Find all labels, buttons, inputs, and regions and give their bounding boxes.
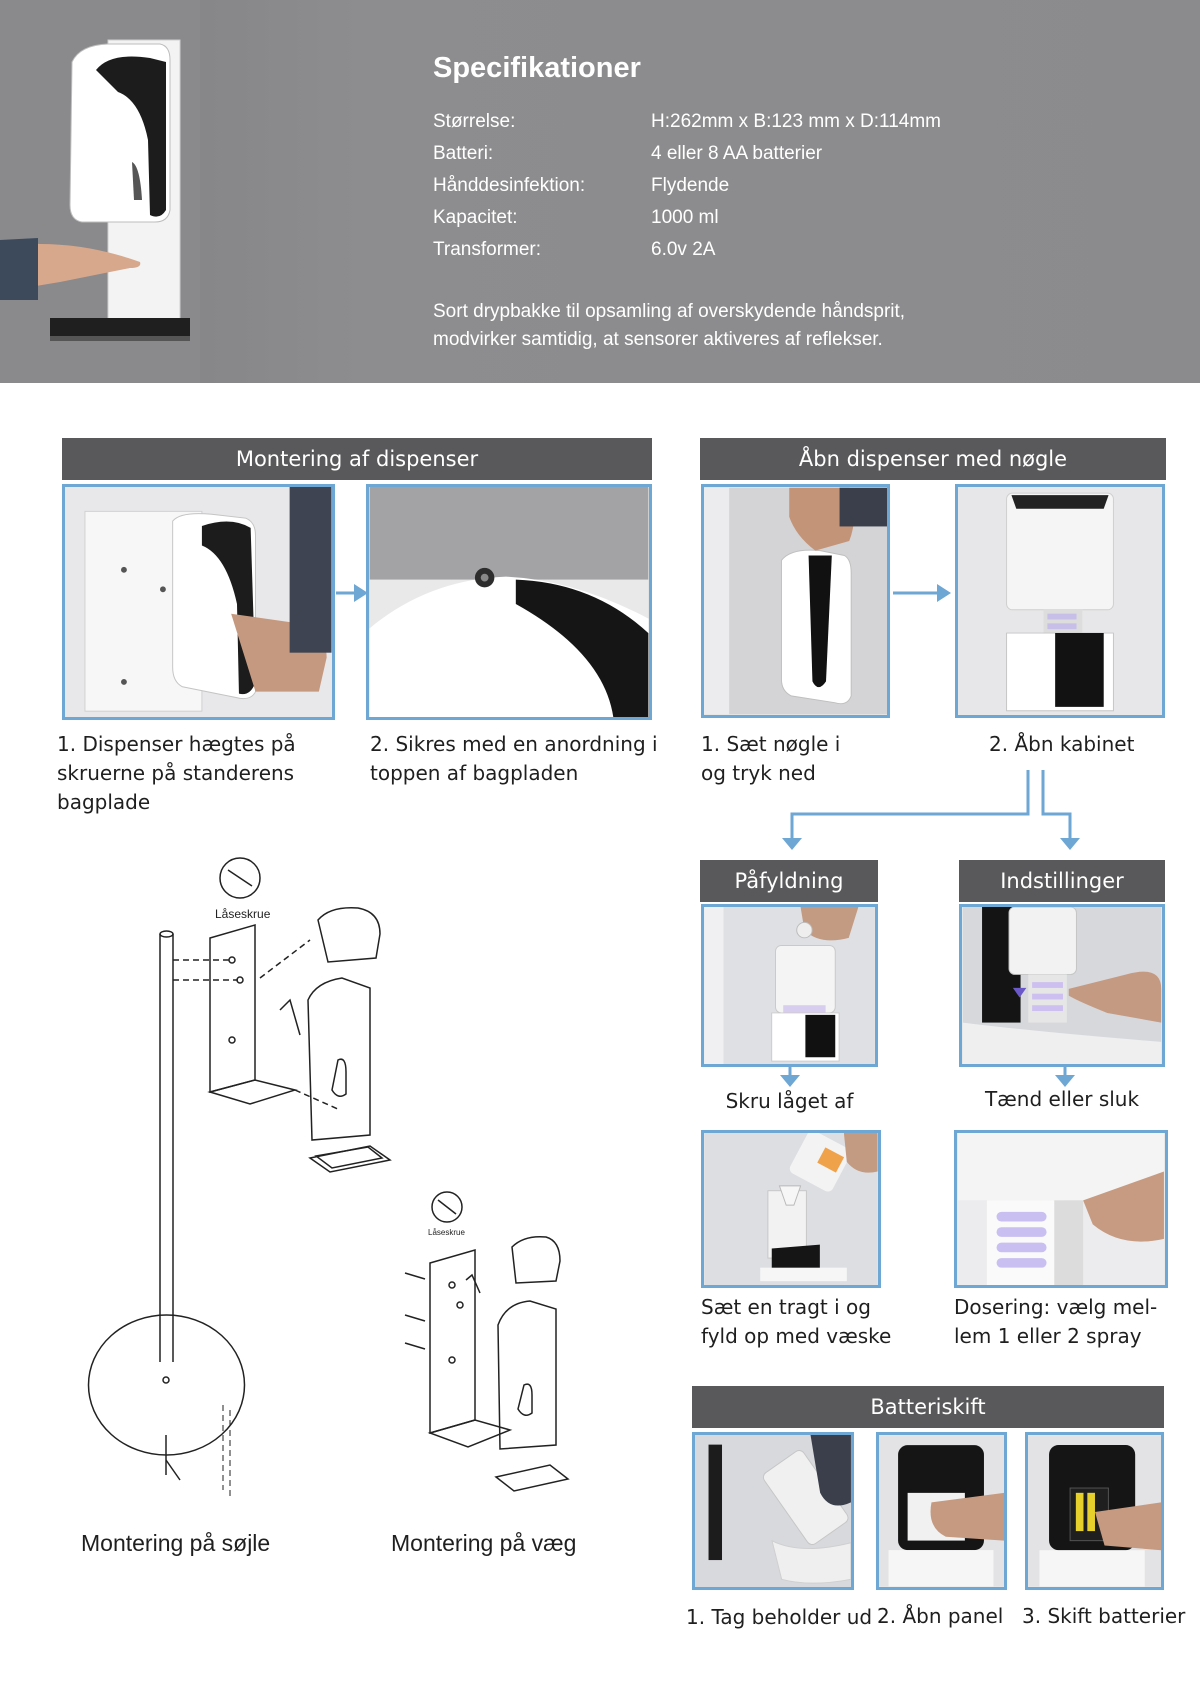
open-photo-2-image (958, 487, 1162, 715)
spec-label: Størrelse: (433, 111, 516, 132)
battery-photo-2-image (879, 1435, 1004, 1587)
spec-value: H:262mm x B:123 mm x D:114mm (651, 111, 942, 132)
pillar-mount-caption: Montering på søjle (81, 1530, 271, 1556)
open-section-header: Åbn dispenser med nøgle (700, 438, 1166, 480)
caption-line: 1. Dispenser hægtes på (57, 732, 296, 756)
refill-photo-2-image (704, 1133, 878, 1285)
mounting-photo-2-image (369, 487, 649, 717)
battery-photo-3 (1025, 1432, 1164, 1590)
settings-photo-2 (954, 1130, 1168, 1288)
pillar-mount-drawing: Låseskrue (87, 857, 392, 1500)
refill-photo-1-image (704, 907, 875, 1064)
battery-step3-caption: 3. Skift batterier (1022, 1604, 1186, 1628)
caption-line: 2. Sikres med en anordning i (370, 732, 658, 756)
spec-label: Kapacitet: (433, 207, 518, 228)
branch-connector-arrows (782, 770, 1080, 850)
caption-line: 2. Åbn kabinet (989, 732, 1135, 756)
arrow-down-icon (780, 1066, 800, 1087)
spec-value: 1000 ml (651, 207, 719, 228)
refill-photo-2 (701, 1130, 881, 1288)
specification-band: Specifikationer Størrelse: H:262mm x B:1… (0, 0, 1200, 383)
refill-caption-1: Skru låget af (725, 1089, 854, 1113)
mounting-step2-caption: 2. Sikres med en anordning i toppen af b… (370, 730, 658, 788)
mounting-photo-2 (366, 484, 652, 720)
refill-photo-1 (701, 904, 878, 1067)
spec-label: Batteri: (433, 143, 494, 164)
wall-mount-drawing: Låseskrue (404, 1191, 570, 1492)
battery-photo-1-image (695, 1435, 851, 1587)
caption-line: fyld op med væske (701, 1324, 892, 1348)
settings-photo-2-image (958, 1133, 1164, 1285)
battery-photo-2 (876, 1432, 1007, 1590)
open-photo-1-image (704, 487, 887, 715)
spec-value: Flydende (651, 175, 730, 196)
dispenser-hero-photo (0, 0, 200, 383)
settings-caption-2: Dosering: vælg mel- lem 1 eller 2 spray (954, 1293, 1157, 1351)
caption-line: Sæt en tragt i og (701, 1295, 871, 1319)
refill-section-header: Påfyldning (700, 860, 878, 902)
mounting-photo-1-image (65, 487, 332, 717)
arrow-right-icon (336, 584, 368, 602)
spec-value: 4 eller 8 AA batterier (651, 143, 823, 164)
caption-line: toppen af bagpladen (370, 761, 579, 785)
open-step2-caption: 2. Åbn kabinet (989, 730, 1134, 759)
arrow-down-icon (1055, 1066, 1075, 1087)
spec-note: Sort drypbakke til opsamling af overskyd… (433, 298, 993, 354)
mounting-photo-1 (62, 484, 335, 720)
lock-screw-label-2: Låseskrue (428, 1228, 465, 1237)
open-step1-caption: 1. Sæt nøgle i og tryk ned (701, 730, 840, 788)
settings-caption-1: Tænd eller sluk (984, 1087, 1140, 1111)
caption-line: og tryk ned (701, 761, 816, 785)
mounting-step1-caption: 1. Dispenser hægtes på skruerne på stand… (57, 730, 296, 817)
caption-line: bagplade (57, 790, 151, 814)
caption-line: 1. Sæt nøgle i (701, 732, 841, 756)
lock-screw-label-1: Låseskrue (215, 907, 271, 921)
caption-line: skruerne på standerens (57, 761, 295, 785)
settings-photo-1 (959, 904, 1165, 1067)
settings-photo-1-image (962, 907, 1162, 1064)
spec-note-line: Sort drypbakke til opsamling af overskyd… (433, 301, 906, 322)
open-photo-1 (701, 484, 890, 718)
spec-note-line: modvirker samtidig, at sensorer aktivere… (433, 329, 883, 350)
spec-value: 6.0v 2A (651, 239, 716, 260)
battery-photo-1 (692, 1432, 854, 1590)
arrow-right-icon (893, 584, 951, 602)
spec-label: Hånddesinfektion: (433, 175, 586, 196)
settings-section-header: Indstillinger (959, 860, 1165, 902)
battery-photo-3-image (1028, 1435, 1161, 1587)
caption-line: lem 1 eller 2 spray (954, 1324, 1142, 1348)
battery-step2-caption: 2. Åbn panel (877, 1604, 1004, 1628)
spec-label: Transformer: (433, 239, 542, 260)
wall-mount-caption: Montering på væg (391, 1530, 577, 1556)
battery-step1-caption: 1. Tag beholder ud (686, 1605, 873, 1629)
spec-title: Specifikationer (433, 52, 641, 84)
caption-line: Dosering: vælg mel- (954, 1295, 1158, 1319)
refill-caption-2: Sæt en tragt i og fyld op med væske (701, 1293, 891, 1351)
open-photo-2 (955, 484, 1165, 718)
battery-section-header: Batteriskift (692, 1386, 1164, 1428)
mounting-section-header: Montering af dispenser (62, 438, 652, 480)
